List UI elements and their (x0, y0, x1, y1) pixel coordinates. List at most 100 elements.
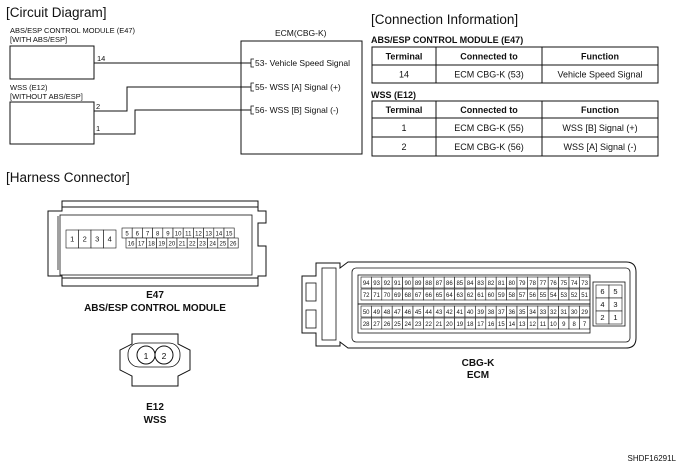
e47-pin: 10 (175, 231, 182, 237)
ecm-caption-name: ECM (467, 370, 489, 381)
e47-pin: 21 (179, 241, 186, 247)
ecm-pin: 28 (363, 322, 370, 328)
ecm-pin-cell (579, 276, 591, 289)
ecm-pin: 60 (488, 293, 495, 299)
wire-wss-b (94, 109, 251, 135)
circuit-diagram-title: [Circuit Diagram] (6, 5, 107, 20)
figure-code: SHDF16291L (628, 454, 677, 463)
ecm-side-pin: 1 (613, 313, 617, 322)
e47-pin: 19 (158, 241, 165, 247)
ecm-pin: 18 (467, 322, 474, 328)
ecm-box (240, 40, 363, 155)
ecm-pin: 21 (436, 322, 443, 328)
e47-pin: 2 (83, 234, 87, 243)
ecm-pin: 19 (456, 322, 463, 328)
ecm-pin: 82 (488, 281, 495, 287)
table-e12-cell: ECM CBG-K (56) (454, 142, 524, 152)
ecm-pin: 41 (456, 310, 463, 316)
e12-pin-2-label: 2 (96, 102, 100, 111)
e12-connector (119, 333, 191, 387)
e47-pin: 23 (199, 241, 206, 247)
ecm-pin: 75 (560, 281, 567, 287)
table-e12-cell: ECM CBG-K (55) (454, 123, 524, 133)
ecm-pin: 79 (519, 281, 526, 287)
ecm-pin: 88 (425, 281, 432, 287)
ecm-pin: 51 (581, 293, 588, 299)
table-e47-header-connected: Connected to (460, 52, 518, 62)
e47-pin: 11 (185, 231, 192, 237)
e47-pin: 22 (189, 241, 196, 247)
ecm-pin: 86 (446, 281, 453, 287)
ecm-pin: 89 (415, 281, 422, 287)
e12-caption-code: E12 (146, 402, 164, 413)
e47-pin: 20 (169, 241, 176, 247)
e47-pin: 17 (138, 241, 145, 247)
ecm-caption-code: CBG-K (462, 358, 496, 369)
table-e12-cell: 2 (401, 142, 406, 152)
ecm-pin: 87 (436, 281, 443, 287)
ecm-pin: 72 (363, 293, 370, 299)
ecm-pin: 56 (529, 293, 536, 299)
e47-module-name: ABS/ESP CONTROL MODULE (E47) (10, 26, 136, 35)
ecm-pin: 78 (529, 281, 536, 287)
ecm-pin: 17 (477, 322, 484, 328)
e47-pin: 7 (146, 231, 150, 237)
ecm-side-pin: 4 (600, 300, 604, 309)
ecm-pin: 52 (571, 293, 578, 299)
ecm-pin: 65 (436, 293, 443, 299)
ecm-pin: 50 (363, 310, 370, 316)
e47-pin-14-label: 14 (97, 54, 105, 63)
ecm-pin: 81 (498, 281, 505, 287)
table-e47: Terminal Connected to Function 14 ECM CB… (371, 46, 659, 84)
table-e47-header-terminal: Terminal (386, 52, 423, 62)
ecm-pin: 20 (446, 322, 453, 328)
ecm-side-pin: 3 (613, 300, 617, 309)
ecm-pin: 90 (404, 281, 411, 287)
ecm-pin: 12 (529, 322, 536, 328)
ecm-terminal-55 (250, 82, 254, 92)
e12-pin-1-label: 1 (96, 124, 100, 133)
ecm-pin: 69 (394, 293, 401, 299)
table-e12-header-function: Function (581, 105, 619, 115)
ecm-pin: 84 (467, 281, 474, 287)
e12-sensor-condition: [WITHOUT ABS/ESP] (10, 92, 83, 101)
e47-module-condition: [WITH ABS/ESP] (10, 35, 67, 44)
table-e12-cell: WSS [B] Signal (+) (562, 123, 637, 133)
ecm-pin: 53 (560, 293, 567, 299)
ecm-pin: 57 (519, 293, 526, 299)
e47-pin: 24 (209, 241, 216, 247)
ecm-pin: 8 (573, 322, 577, 328)
e47-caption-code: E47 (146, 290, 164, 301)
ecm-pin: 61 (477, 293, 484, 299)
ecm-pin: 9 (562, 322, 566, 328)
ecm-pin: 14 (508, 322, 515, 328)
ecm-pin: 32 (550, 310, 557, 316)
e12-caption-name: WSS (144, 415, 167, 426)
ecm-pin: 80 (508, 281, 515, 287)
e47-pin: 14 (216, 231, 223, 237)
ecm-pin: 77 (540, 281, 547, 287)
e12-pin-2: 2 (162, 351, 167, 361)
ecm-pin: 45 (415, 310, 422, 316)
e47-pin: 15 (226, 231, 233, 237)
ecm-pin: 15 (498, 322, 505, 328)
ecm-pin: 66 (425, 293, 432, 299)
e47-pin: 9 (166, 231, 170, 237)
ecm-pin: 44 (425, 310, 432, 316)
ecm-pin: 13 (519, 322, 526, 328)
ecm-pin: 40 (467, 310, 474, 316)
ecm-pin: 47 (394, 310, 401, 316)
ecm-signal-53: 53- Vehicle Speed Signal (255, 58, 350, 68)
ecm-pin: 92 (384, 281, 391, 287)
ecm-pin: 64 (446, 293, 453, 299)
ecm-pin: 62 (467, 293, 474, 299)
ecm-pin: 46 (404, 310, 411, 316)
table-e12-caption: WSS (E12) (371, 90, 416, 100)
wire-wss-a (94, 86, 251, 112)
table-e12-cell: WSS [A] Signal (-) (563, 142, 636, 152)
e12-pin-1: 1 (144, 351, 149, 361)
table-e47-cell: Vehicle Speed Signal (557, 70, 642, 80)
ecm-pin: 54 (550, 293, 557, 299)
ecm-pin: 70 (384, 293, 391, 299)
